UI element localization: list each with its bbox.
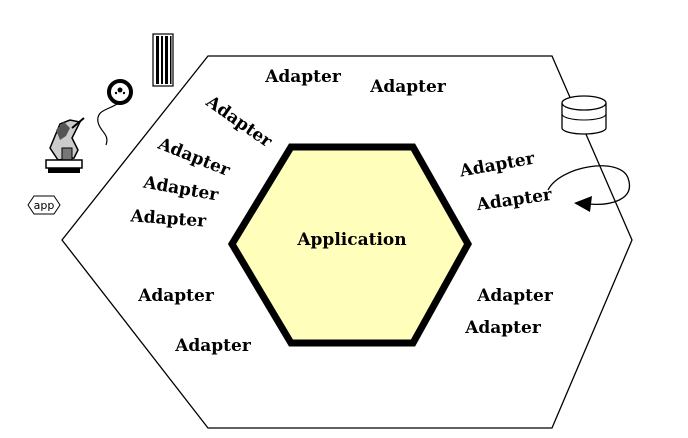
- face-icon: [97, 79, 133, 146]
- database-icon: [561, 95, 607, 135]
- adapter-label: Adapter: [137, 286, 215, 306]
- person-at-desk-icon: [45, 117, 85, 173]
- application-hexagon: [227, 143, 473, 347]
- app-badge-icon: app: [27, 195, 61, 215]
- adapter-label: Adapter: [174, 336, 252, 356]
- application-label: Application: [296, 230, 406, 250]
- adapter-label: Adapter: [476, 286, 554, 306]
- app-badge-label: app: [34, 199, 55, 212]
- adapter-label: Adapter: [464, 318, 542, 338]
- adapter-label: Adapter: [369, 77, 447, 97]
- adapter-label: Adapter: [264, 67, 342, 87]
- barcode-icon: [152, 33, 174, 87]
- loop-arrow-icon: [547, 165, 631, 212]
